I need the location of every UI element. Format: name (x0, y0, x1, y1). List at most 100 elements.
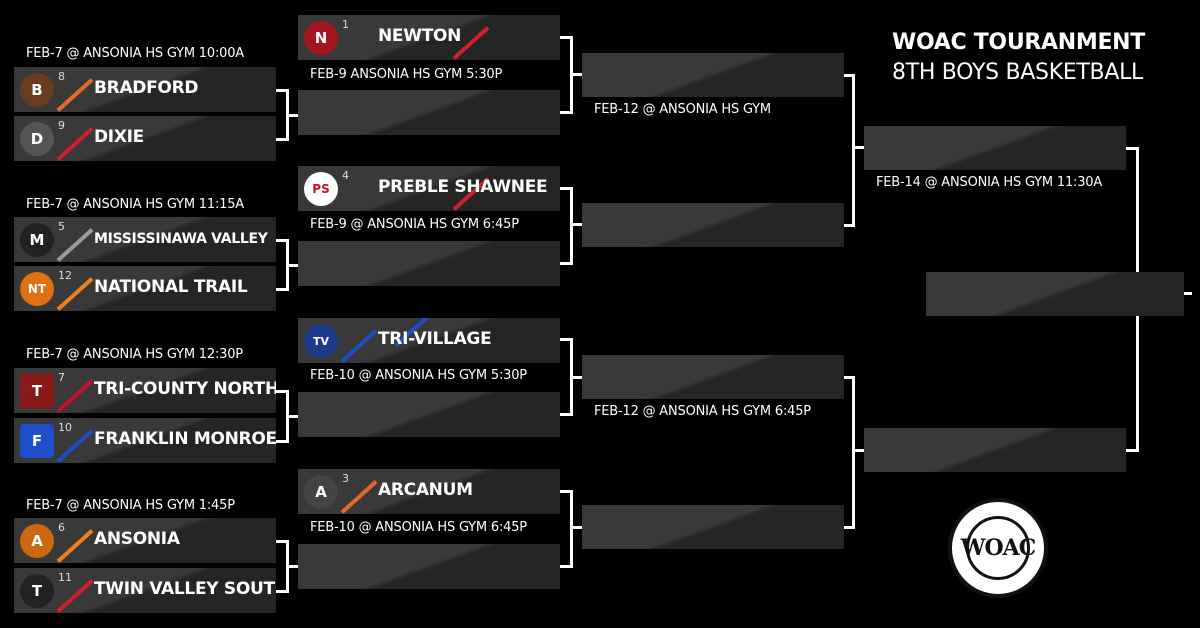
game-info: FEB-7 @ ANSONIA HS GYM 1:45P (26, 498, 235, 513)
bracket-line (844, 376, 854, 379)
team-slot-empty[interactable] (582, 53, 844, 97)
bracket-line (560, 413, 572, 416)
woac-logo: WOAC (948, 498, 1048, 598)
team-slot-empty[interactable] (298, 241, 560, 286)
bracket-line (560, 187, 572, 190)
team-name: DIXIE (94, 127, 144, 147)
logo-text: WOAC (960, 535, 1036, 561)
team-seed: 5 (58, 220, 65, 233)
team-slot-empty[interactable] (582, 355, 844, 399)
team-logo-icon: A (20, 524, 54, 558)
team-slot-empty[interactable] (582, 203, 844, 247)
team-slot[interactable]: T 11 TWIN VALLEY SOUTH (14, 568, 276, 613)
team-slot-empty[interactable] (298, 90, 560, 135)
team-slot[interactable]: M 5 MISSISSINAWA VALLEY (14, 217, 276, 262)
team-slot[interactable]: T 7 TRI-COUNTY NORTH (14, 368, 276, 413)
bracket-line (276, 138, 288, 141)
team-name: ANSONIA (94, 529, 180, 549)
bracket-line (1126, 147, 1138, 150)
bracket-line (852, 146, 864, 149)
bracket-line (276, 540, 288, 543)
bracket-line (852, 376, 855, 529)
team-slot-empty[interactable] (864, 428, 1126, 472)
team-logo-icon: N (304, 21, 338, 55)
team-logo-icon: B (20, 73, 54, 107)
team-logo-icon: M (20, 223, 54, 257)
team-logo-icon: T (20, 374, 54, 408)
team-slot[interactable]: D 9 DIXIE (14, 116, 276, 161)
team-logo-icon: A (304, 475, 338, 509)
team-slot[interactable]: TV TRI-VILLAGE (298, 318, 560, 363)
bracket-line (570, 73, 582, 76)
team-seed: 8 (58, 70, 65, 83)
bracket-line (560, 262, 572, 265)
game-info: FEB-12 @ ANSONIA HS GYM (594, 102, 771, 117)
game-info: FEB-7 @ ANSONIA HS GYM 12:30P (26, 347, 243, 362)
game-info: FEB-14 @ ANSONIA HS GYM 11:30A (876, 175, 1103, 190)
team-name: NATIONAL TRAIL (94, 277, 248, 297)
team-logo-icon: NT (20, 272, 54, 306)
tournament-title: WOAC TOURANMENT (892, 30, 1146, 55)
team-logo-icon: TV (304, 324, 338, 358)
bracket-line (844, 526, 854, 529)
bracket-line (570, 526, 582, 529)
game-info: FEB-9 ANSONIA HS GYM 5:30P (310, 67, 503, 82)
team-slot-empty[interactable] (582, 505, 844, 549)
team-seed: 11 (58, 571, 72, 584)
bracket-line (286, 565, 298, 568)
bracket-line (276, 89, 288, 92)
team-slot[interactable]: N 1 NEWTON (298, 15, 560, 60)
bracket-line (560, 36, 572, 39)
bracket-line (570, 490, 573, 568)
team-logo-icon: D (20, 122, 54, 156)
team-name: BRADFORD (94, 78, 199, 98)
team-slot[interactable]: A 6 ANSONIA (14, 518, 276, 563)
team-slot[interactable]: B 8 BRADFORD (14, 67, 276, 112)
team-seed: 9 (58, 119, 65, 132)
bracket-line (560, 490, 572, 493)
team-logo-icon: T (20, 574, 54, 608)
bracket-line (844, 224, 854, 227)
team-seed: 7 (58, 371, 65, 384)
team-slot[interactable]: PS 4 PREBLE SHAWNEE (298, 166, 560, 211)
team-color-stripe (56, 429, 94, 463)
bracket-line (570, 187, 573, 265)
tournament-subtitle: 8TH BOYS BASKETBALL (892, 60, 1144, 85)
bracket-line (852, 74, 855, 227)
bracket-line (286, 114, 298, 117)
team-slot[interactable]: NT 12 NATIONAL TRAIL (14, 266, 276, 311)
bracket-line (1184, 292, 1192, 295)
team-color-stripe (56, 529, 94, 563)
team-name: TRI-VILLAGE (378, 329, 492, 349)
logo-ring (966, 516, 1030, 580)
team-seed: 10 (58, 421, 72, 434)
team-color-stripe (56, 579, 94, 613)
team-slot-empty[interactable] (298, 544, 560, 589)
team-color-stripe (56, 78, 94, 112)
game-info: FEB-10 @ ANSONIA HS GYM 6:45P (310, 520, 527, 535)
bracket-line (570, 376, 582, 379)
game-info: FEB-7 @ ANSONIA HS GYM 10:00A (26, 46, 244, 61)
bracket-line (276, 440, 288, 443)
team-seed: 1 (342, 18, 349, 31)
bracket-line (560, 565, 572, 568)
game-info: FEB-9 @ ANSONIA HS GYM 6:45P (310, 217, 519, 232)
team-color-stripe (56, 277, 94, 311)
team-name: TRI-COUNTY NORTH (94, 379, 276, 399)
game-info: FEB-7 @ ANSONIA HS GYM 11:15A (26, 197, 244, 212)
team-slot-empty[interactable] (298, 392, 560, 437)
game-info: FEB-10 @ ANSONIA HS GYM 5:30P (310, 368, 527, 383)
team-name: FRANKLIN MONROE (94, 429, 276, 449)
team-name: PREBLE SHAWNEE (378, 177, 548, 197)
champion-slot[interactable] (926, 272, 1184, 316)
team-seed: 3 (342, 472, 349, 485)
team-color-stripe (56, 127, 94, 161)
team-slot-empty[interactable] (864, 126, 1126, 170)
team-logo-icon: F (20, 424, 54, 458)
team-slot[interactable]: F 10 FRANKLIN MONROE (14, 418, 276, 463)
team-name: NEWTON (378, 26, 462, 46)
team-color-stripe (340, 329, 378, 363)
team-seed: 6 (58, 521, 65, 534)
team-slot[interactable]: A 3 ARCANUM (298, 469, 560, 514)
bracket-line (286, 264, 298, 267)
